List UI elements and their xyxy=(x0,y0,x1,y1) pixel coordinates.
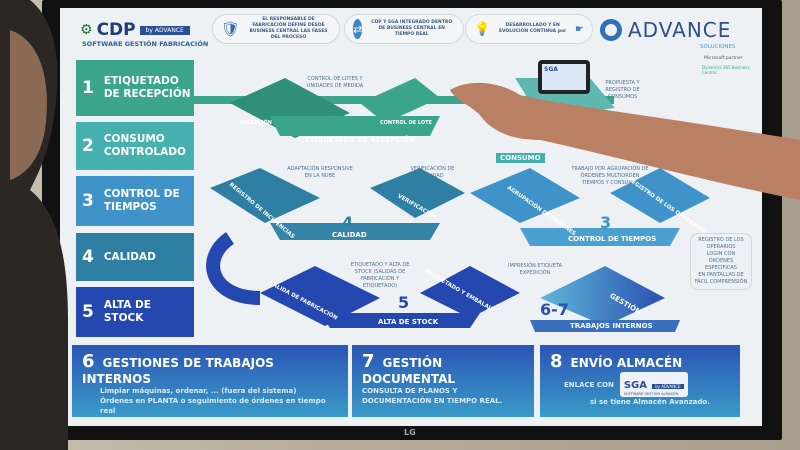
shuffle-icon: ⇄ xyxy=(353,19,363,39)
info-pill-responsable: 🛡 EL RESPONSABLE DE FABRICACIÓN DEFINE D… xyxy=(212,14,340,44)
person-silhouette xyxy=(0,0,68,450)
lightbulb-icon: 💡 xyxy=(474,21,491,37)
stage-1-base xyxy=(270,116,440,136)
advance-q-icon xyxy=(600,19,622,41)
pointing-hand-icon: ☛ xyxy=(575,23,584,35)
cdp-logo: ⚙ CDP by ADVANCE xyxy=(80,20,190,40)
process-flow-diagram xyxy=(194,78,710,332)
tv-brand: LG xyxy=(404,428,416,437)
advance-logo: ADVANCE xyxy=(600,18,731,42)
infographic-screen: ⚙ CDP by ADVANCE SOFTWARE GESTIÓN FABRIC… xyxy=(60,8,762,426)
shield-lock-icon: 🛡 xyxy=(221,20,241,38)
gear-icon: ⚙ xyxy=(80,22,93,38)
pointing-arm xyxy=(450,82,800,200)
sga-terminal-device: SGA xyxy=(538,60,590,94)
sga-logo: SGA by ADVANCE SOFTWARE GESTIÓN ALMACÉN xyxy=(619,372,688,397)
consumo-stage-title: CONSUMO xyxy=(496,153,545,163)
info-pill-desarrollado: 💡 DESARROLLADO Y EN EVOLUCIÓN CONTINUA p… xyxy=(465,14,593,44)
info-pill-integrado: ⇄ CDP Y SGA INTEGRADO DENTRO DE BUSINESS… xyxy=(344,14,464,44)
